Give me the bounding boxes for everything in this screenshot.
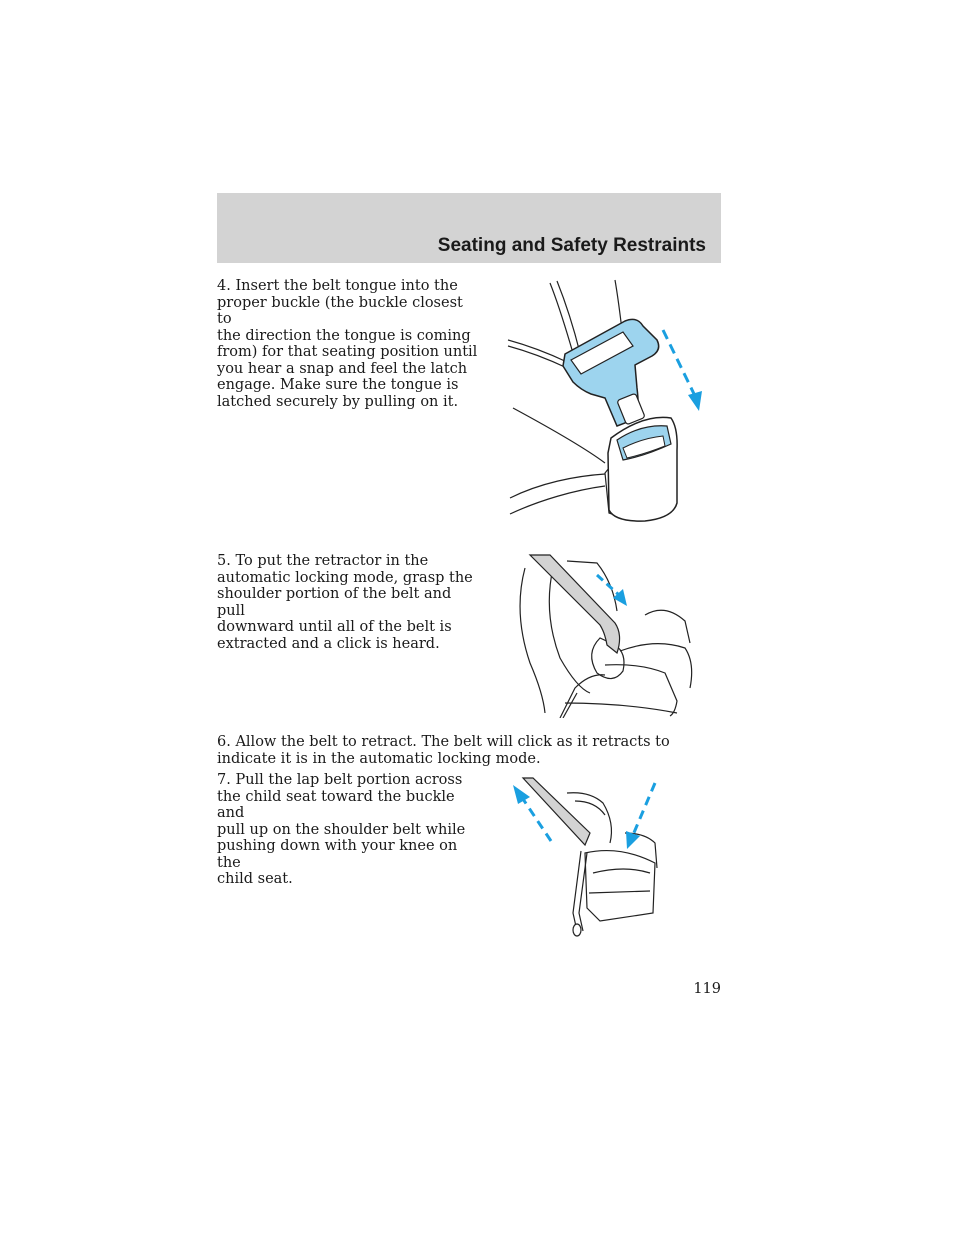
step-7-text: 7. Pull the lap belt portion across the … (217, 772, 466, 887)
belt-tongue-icon (562, 318, 660, 427)
belt-buckle-illustration (507, 279, 702, 522)
shoulder-belt-icon (521, 777, 591, 847)
page-number: 119 (693, 981, 721, 997)
arrow-down-left-icon (626, 831, 640, 849)
arrow-down-icon (688, 391, 702, 411)
step-4-text: 4. Insert the belt tongue into the prope… (217, 278, 478, 410)
section-header: Seating and Safety Restraints (217, 193, 721, 263)
retractor-illustration (519, 554, 693, 718)
arrow-up-left-icon (513, 785, 530, 804)
lap-belt-illustration (513, 777, 658, 937)
section-title: Seating and Safety Restraints (437, 235, 706, 256)
shoulder-belt-icon (528, 554, 621, 655)
arrow-down-right-icon (613, 589, 627, 606)
step-5-text: 5. To put the retractor in the automatic… (217, 553, 473, 652)
step-6-text: 6. Allow the belt to retract. The belt w… (217, 734, 670, 767)
